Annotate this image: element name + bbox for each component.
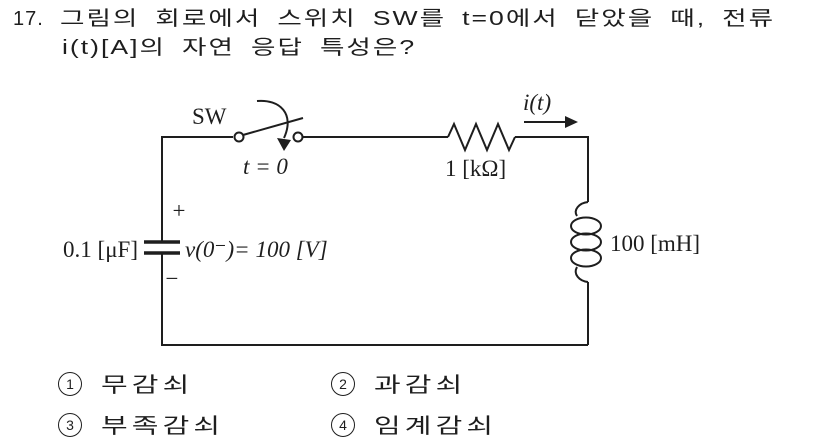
switch-icon	[233, 99, 304, 151]
question-number: 17.	[13, 8, 44, 30]
option-3: 3 부족감쇠	[58, 410, 220, 440]
switch-terminal-left	[233, 131, 245, 143]
wire-left-bottom	[161, 253, 588, 346]
option-2: 2 과감쇠	[331, 369, 462, 399]
switch-arrowhead	[277, 138, 291, 151]
question-block: 17. 그림의 회로에서 스위치 SW를 t=0에서 닫았을 때, 전류 i(t)…	[13, 5, 773, 63]
resistor-zigzag	[447, 121, 516, 153]
question-line1-text: 그림의 회로에서 스위치 SW를 t=0에서 닫았을 때, 전류	[59, 8, 775, 30]
inductor-icon	[570, 201, 602, 283]
wire-top-left	[161, 136, 233, 242]
initial-voltage-label: v(0⁻)= 100 [V]	[185, 237, 328, 262]
inductor-loop-2	[570, 232, 602, 252]
option-4-number: 4	[331, 413, 355, 437]
inductor-loop-3	[570, 248, 602, 268]
option-4: 4 임계감쇠	[331, 410, 493, 440]
current-label: i(t)	[523, 90, 551, 115]
switch-blade	[242, 117, 304, 136]
option-1-number: 1	[58, 372, 82, 396]
option-3-number: 3	[58, 413, 82, 437]
capacitor-icon	[144, 240, 180, 255]
current-arrow-icon	[524, 116, 578, 128]
switch-label: SW	[192, 104, 227, 129]
inductor-hook-top	[574, 201, 589, 217]
option-2-number: 2	[331, 372, 355, 396]
current-arrowhead	[565, 116, 578, 128]
option-3-label: 부족감쇠	[101, 415, 225, 438]
option-1-label: 무감쇠	[101, 374, 194, 397]
option-4-label: 임계감쇠	[374, 415, 498, 438]
capacitor-label: 0.1 [μF]	[63, 237, 138, 262]
option-1: 1 무감쇠	[58, 369, 189, 399]
inductor-label: 100 [mH]	[610, 231, 700, 256]
circuit-wires	[161, 136, 589, 346]
question-line2-text: i(t)[A]의 자연 응답 특성은?	[62, 37, 417, 59]
question-line-1: 17. 그림의 회로에서 스위치 SW를 t=0에서 닫았을 때, 전류	[13, 5, 773, 34]
switch-closing-arc	[256, 99, 289, 139]
resistor-icon	[447, 121, 516, 153]
question-line-2: i(t)[A]의 자연 응답 특성은?	[13, 34, 597, 63]
inductor-loop-1	[570, 216, 602, 236]
option-2-label: 과감쇠	[374, 374, 467, 397]
inductor-hook-bottom	[574, 266, 589, 283]
switch-time-label: t = 0	[243, 154, 288, 179]
switch-terminal-right	[292, 131, 304, 143]
resistor-label: 1 [kΩ]	[445, 156, 506, 181]
polarity-minus-label: −	[166, 266, 179, 291]
wire-resistor-to-corner	[515, 136, 589, 202]
polarity-plus-label: +	[173, 198, 186, 223]
